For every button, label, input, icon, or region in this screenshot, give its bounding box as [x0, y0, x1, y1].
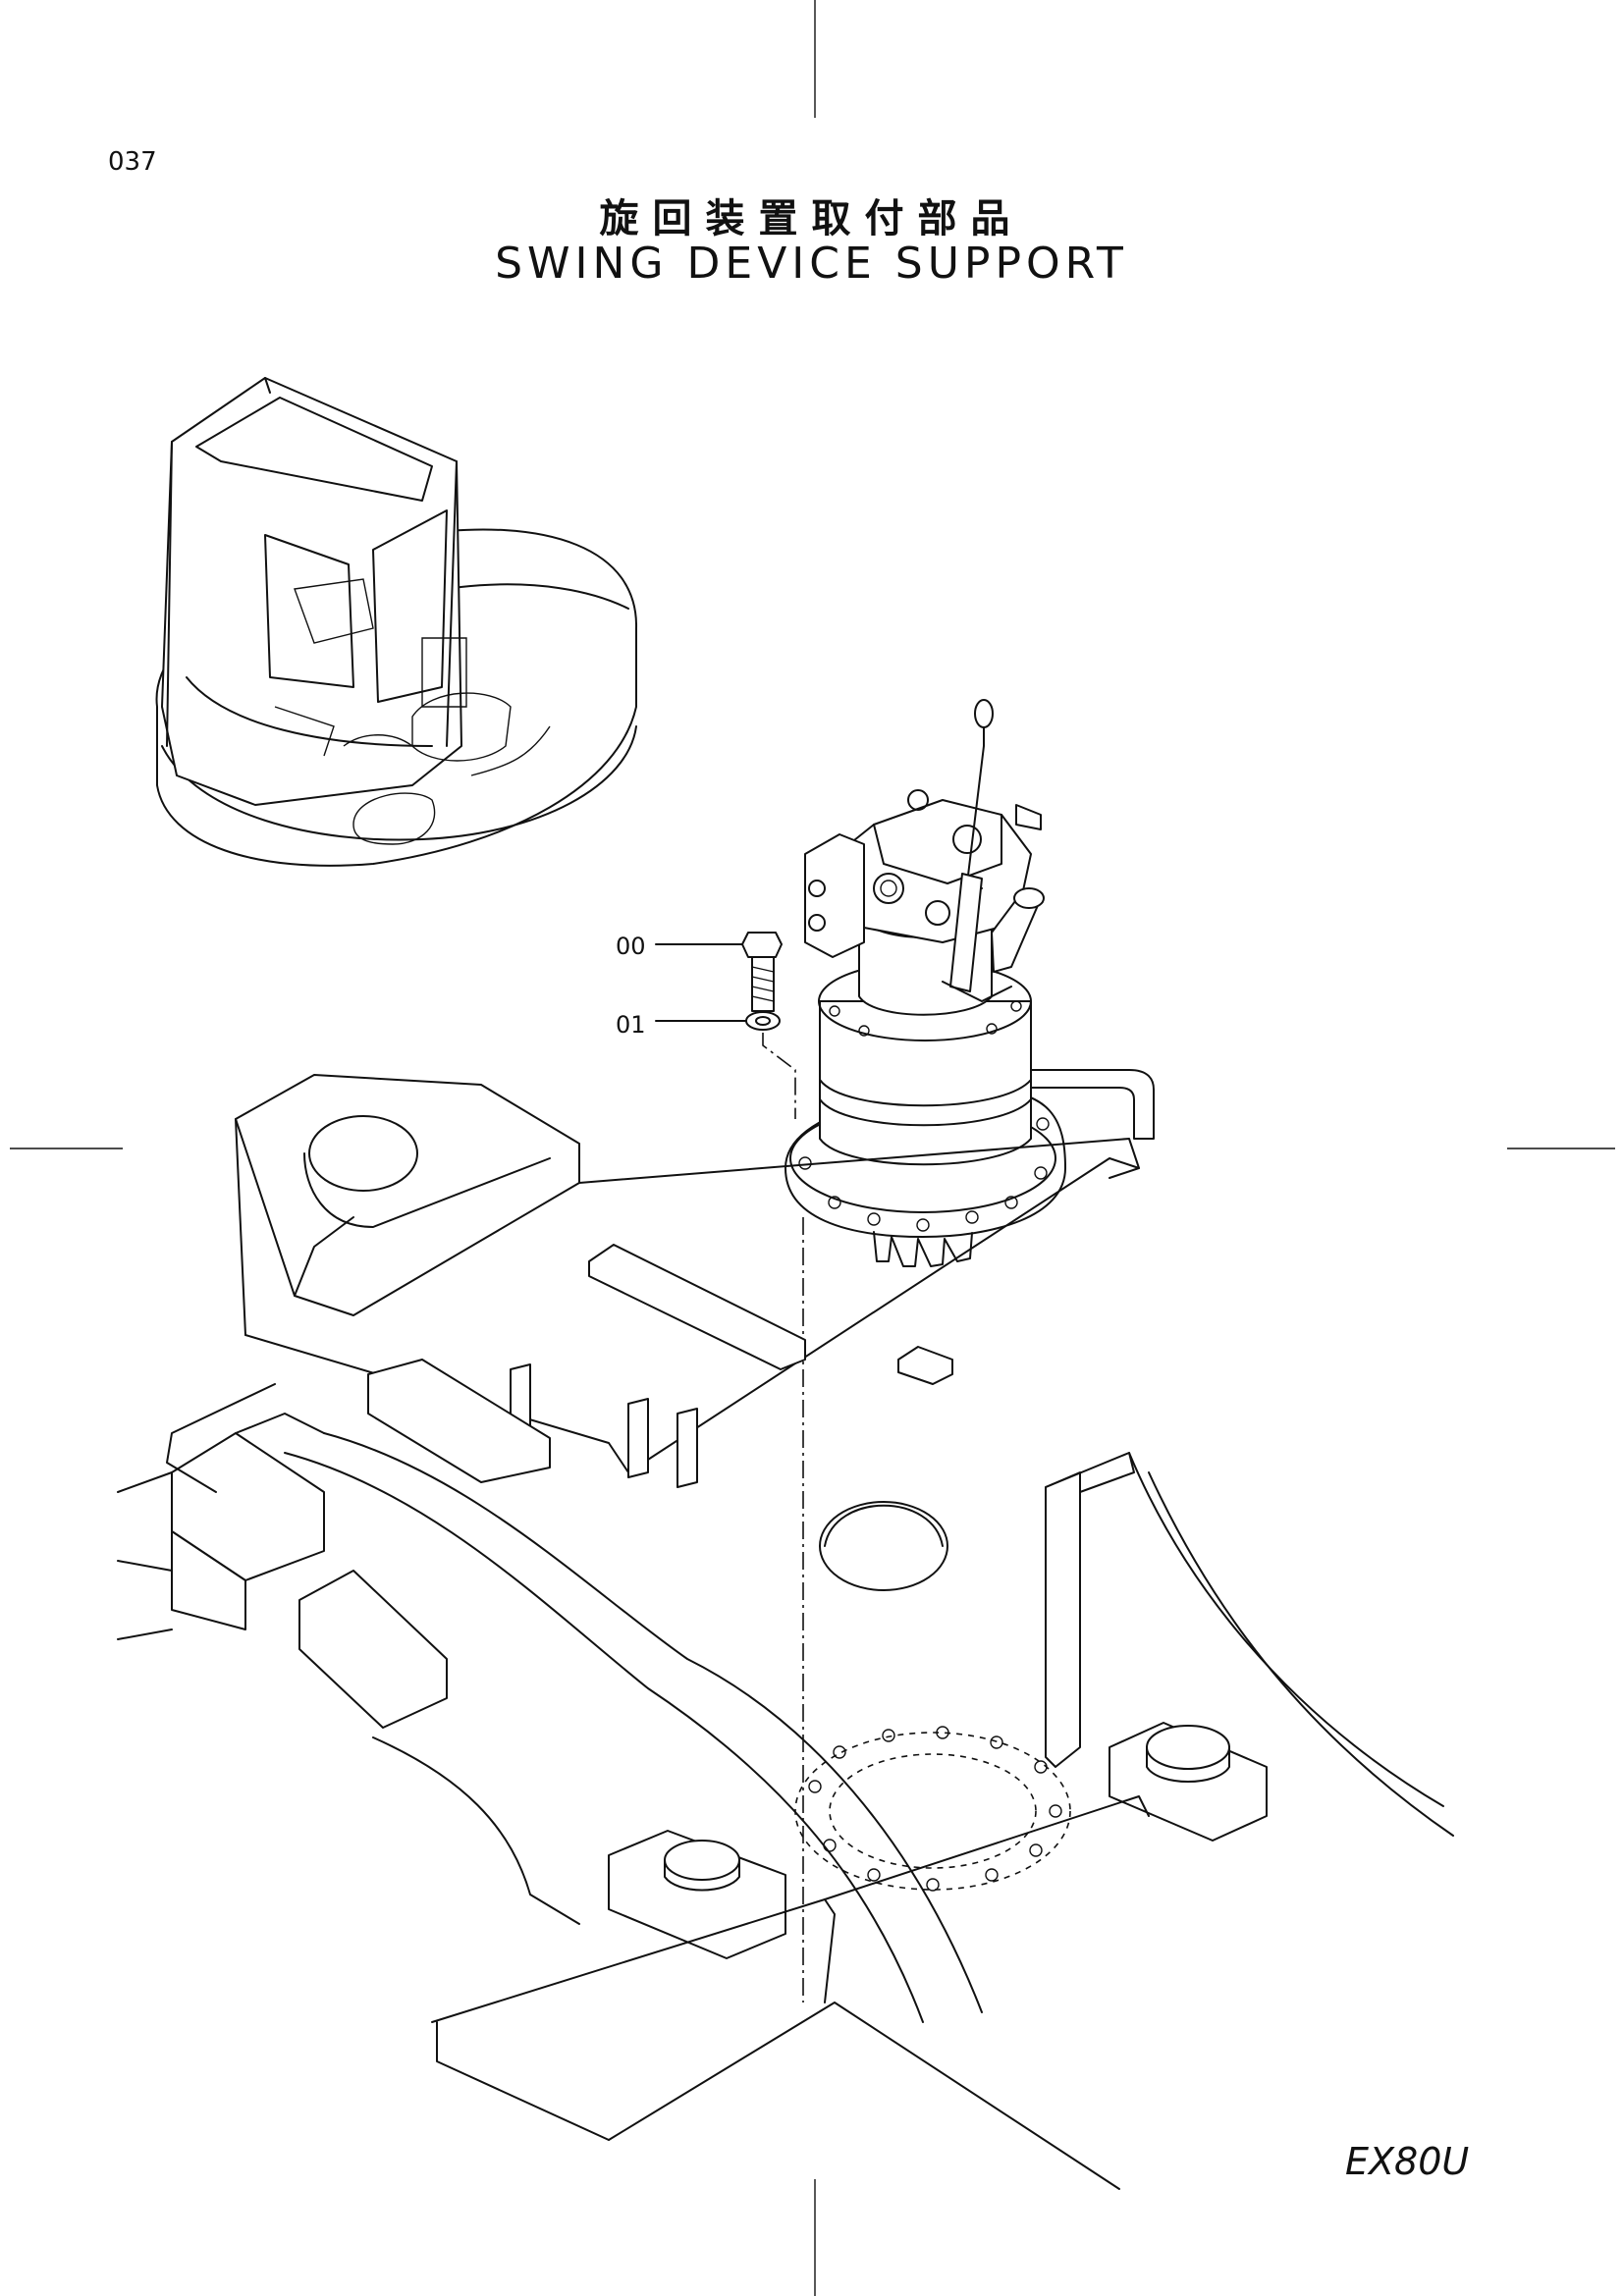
registration-marks — [10, 0, 1615, 2296]
page-number: 037 — [108, 147, 157, 177]
callout-label-00: 00 — [616, 933, 646, 960]
callout-label-01: 01 — [616, 1011, 646, 1039]
revolving-frame — [118, 1075, 1453, 2189]
bolt-and-washer — [656, 933, 795, 1119]
excavator-overview-illustration — [157, 378, 637, 866]
model-label: EX80U — [1345, 2140, 1470, 2183]
title-english: SWING DEVICE SUPPORT — [495, 239, 1128, 289]
swing-motor-assembly — [785, 700, 1154, 1266]
title-japanese: 旋回装置取付部品 — [599, 196, 1024, 241]
